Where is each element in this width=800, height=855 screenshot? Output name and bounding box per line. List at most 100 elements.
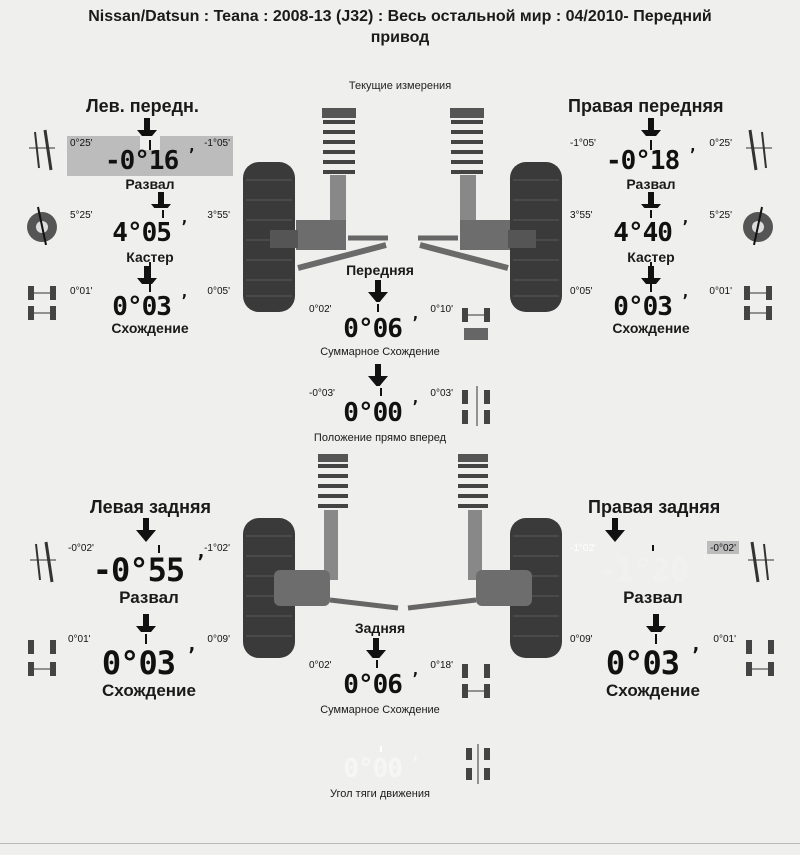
toe-icon bbox=[462, 386, 490, 426]
measured-value: 0°03 ’ bbox=[101, 644, 197, 682]
range-max: -1°02' bbox=[204, 543, 230, 554]
range-max: 0°01' bbox=[709, 286, 732, 297]
toe-icon bbox=[466, 744, 490, 784]
front-left-title: Лев. передн. bbox=[86, 96, 199, 116]
toe-icon bbox=[28, 640, 56, 676]
caster-icon bbox=[27, 206, 57, 245]
range-min: 0°09' bbox=[570, 634, 593, 645]
strut-icon bbox=[270, 108, 388, 271]
rear-right-title: Правая задняя bbox=[588, 497, 721, 517]
measured-value: -0°55 ’ bbox=[92, 551, 206, 589]
front-total-toe-label: Суммарное Схождение bbox=[320, 346, 440, 358]
front-right-camber-label: Развал bbox=[626, 176, 676, 192]
front-right-caster-gauge: 3°55' 5°25' 4°40 ’ bbox=[567, 208, 735, 248]
arrow-down-icon bbox=[368, 280, 388, 304]
rear-left-toe-label: Схождение bbox=[102, 681, 196, 700]
range-max: 0°18' bbox=[430, 660, 453, 671]
measured-value: 0°03 ’ bbox=[605, 644, 701, 682]
arrow-down-icon bbox=[368, 364, 388, 388]
range-max: 0°05' bbox=[207, 286, 230, 297]
front-right-toe-gauge: 0°05' 0°01' 0°03 ’ bbox=[567, 262, 735, 322]
toe-icon bbox=[744, 286, 772, 320]
front-right-camber-gauge: -1°05' 0°25' -0°18 ’ bbox=[567, 136, 735, 176]
measured-value: 0°06 ’ bbox=[343, 314, 419, 344]
page-divider bbox=[0, 843, 800, 844]
rear-left-toe-gauge: 0°01' 0°09' 0°03 ’ bbox=[65, 632, 233, 682]
range-min: 0°25' bbox=[70, 138, 93, 149]
toe-icon bbox=[28, 286, 56, 320]
front-left-toe-label: Схождение bbox=[111, 320, 189, 336]
rear-total-toe-gauge: 0°02' 0°18' 0°06 ’ bbox=[306, 658, 456, 702]
range-max: -0°02' bbox=[707, 541, 739, 554]
camber-icon bbox=[29, 129, 55, 171]
measured-value: -1°20 ’ bbox=[596, 551, 710, 589]
front-right-caster-label: Кастер bbox=[627, 249, 675, 265]
measured-value: 0°00 ’ bbox=[343, 754, 419, 784]
arrow-down-icon bbox=[605, 518, 625, 542]
rear-right-toe-gauge: 0°09' 0°01' 0°03 ’ bbox=[567, 632, 739, 682]
page-title-line2: привод bbox=[370, 29, 430, 46]
measured-value: 0°06 ’ bbox=[343, 670, 419, 700]
rear-total-toe-label: Суммарное Схождение bbox=[320, 704, 440, 716]
range-min: 0°01' bbox=[68, 634, 91, 645]
rear-left-camber-gauge: -0°02' -1°02' -0°55 ’ bbox=[65, 541, 233, 589]
range-min: 0°02' bbox=[309, 660, 332, 671]
range-max: 0°10' bbox=[430, 304, 453, 315]
range-min: -1°02' bbox=[570, 543, 596, 554]
toe-icon bbox=[462, 664, 490, 698]
range-max: 3°55' bbox=[207, 210, 230, 221]
toe-icon bbox=[462, 308, 490, 340]
front-left-caster-gauge: 5°25' 3°55' 4°05 ’ bbox=[67, 208, 233, 248]
straight-ahead-label: Положение прямо вперед bbox=[313, 432, 447, 444]
front-left-camber-gauge: 0°25' -1°05' -0°16 ’ bbox=[67, 136, 233, 176]
range-max: 0°03' bbox=[430, 388, 453, 399]
range-min: 0°01' bbox=[70, 286, 93, 297]
thrust-angle-gauge: 0°00 ’ bbox=[306, 744, 456, 784]
range-min: 0°02' bbox=[309, 304, 332, 315]
range-max: 0°01' bbox=[713, 634, 736, 645]
front-left-toe-gauge: 0°01' 0°05' 0°03 ’ bbox=[67, 262, 233, 322]
straight-ahead-gauge: -0°03' 0°03' 0°00 ’ bbox=[306, 386, 456, 428]
front-total-toe-gauge: 0°02' 0°10' 0°06 ’ bbox=[306, 302, 456, 344]
front-left-caster-label: Кастер bbox=[126, 249, 174, 265]
rear-left-camber-label: Развал bbox=[119, 588, 179, 607]
measured-value: 0°03 ’ bbox=[112, 292, 188, 322]
rear-right-camber-gauge: -1°02' -0°02' -1°20 ’ bbox=[567, 541, 739, 589]
caster-icon bbox=[743, 206, 773, 245]
camber-icon bbox=[748, 541, 774, 583]
camber-icon bbox=[746, 129, 772, 171]
arrow-down-icon bbox=[366, 638, 386, 662]
range-min: 5°25' bbox=[70, 210, 93, 221]
rear-right-toe-label: Схождение bbox=[606, 681, 700, 700]
rear-right-camber-label: Развал bbox=[623, 588, 683, 607]
range-max: 0°09' bbox=[207, 634, 230, 645]
range-max: -1°05' bbox=[204, 138, 230, 149]
range-min: -0°03' bbox=[309, 388, 335, 399]
range-min: 0°05' bbox=[570, 286, 593, 297]
measured-value: 0°03 ’ bbox=[613, 292, 689, 322]
front-suspension-illustration bbox=[243, 108, 562, 312]
rear-left-title: Левая задняя bbox=[90, 497, 212, 517]
range-min: -0°02' bbox=[68, 543, 94, 554]
range-max: 5°25' bbox=[709, 210, 732, 221]
measured-value: -0°16 ’ bbox=[104, 146, 196, 176]
rear-suspension-illustration bbox=[243, 454, 562, 658]
measured-value: -0°18 ’ bbox=[605, 146, 697, 176]
toe-icon bbox=[746, 640, 774, 676]
front-right-title: Правая передняя bbox=[568, 96, 724, 116]
front-right-toe-label: Схождение bbox=[612, 320, 690, 336]
range-max: 0°25' bbox=[709, 138, 732, 149]
range-min: -1°05' bbox=[570, 138, 596, 149]
rear-axle-title: Задняя bbox=[354, 620, 406, 636]
measured-value: 4°40 ’ bbox=[613, 218, 689, 248]
thrust-angle-label: Угол тяги движения bbox=[330, 788, 430, 800]
page-title: Nissan/Datsun : Teana : 2008-13 (J32) : … bbox=[0, 6, 800, 48]
measured-value: 0°00 ’ bbox=[343, 398, 419, 428]
measured-value: 4°05 ’ bbox=[112, 218, 188, 248]
arrow-down-icon bbox=[136, 518, 156, 542]
page-title-line1: Nissan/Datsun : Teana : 2008-13 (J32) : … bbox=[88, 8, 712, 25]
front-axle-title: Передняя bbox=[346, 262, 414, 278]
current-measurements-label: Текущие измерения bbox=[348, 80, 452, 92]
range-min: 3°55' bbox=[570, 210, 593, 221]
camber-icon bbox=[30, 541, 56, 583]
